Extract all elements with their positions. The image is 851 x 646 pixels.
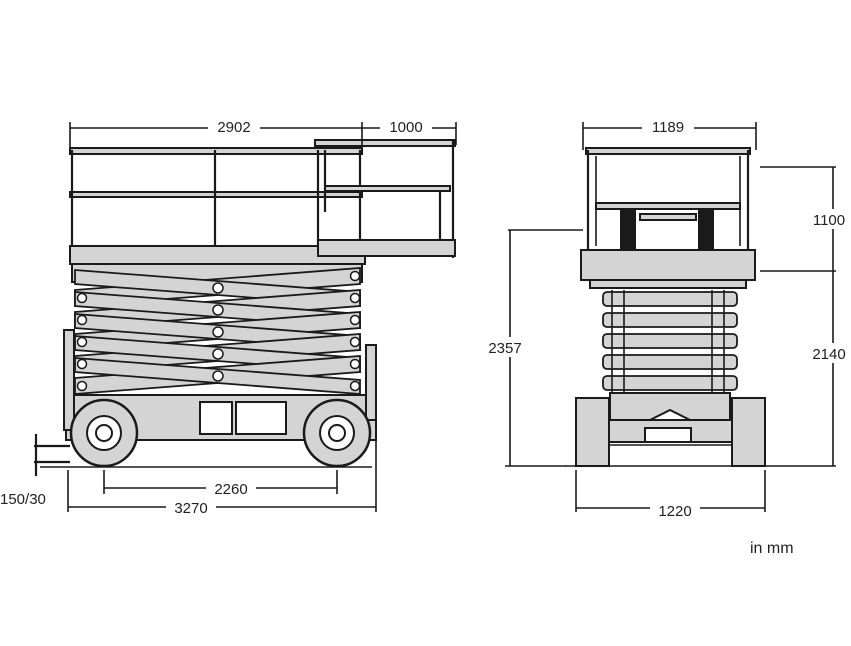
- front-guardrail: [585, 147, 751, 250]
- dim-extension: 1000: [389, 119, 422, 136]
- dim-ground-clearance: 150/30: [0, 491, 46, 508]
- side-extension-deck: [317, 239, 456, 257]
- side-scissor-stack: [74, 267, 361, 395]
- dim-wheelbase: 2260: [214, 481, 247, 498]
- front-deck: [580, 249, 756, 281]
- dim-overall-width: 1220: [658, 503, 691, 520]
- front-dimension-lines: [505, 122, 836, 512]
- front-chassis: [575, 392, 766, 467]
- side-wheels: [69, 398, 372, 468]
- front-scissor-stack: [602, 290, 738, 395]
- dim-platform-height: 2140: [812, 346, 845, 363]
- dim-overall-height: 2357: [488, 340, 521, 357]
- side-view: 2902 1000 2260 3270 150/30: [0, 117, 457, 518]
- front-view: 1189 1100 2357 2140 1220: [484, 117, 851, 520]
- dim-platform-length: 2902: [217, 119, 250, 136]
- dim-railing-height: 1100: [813, 212, 845, 229]
- dim-overall-length: 3270: [174, 500, 207, 517]
- units-note: in mm: [750, 540, 794, 557]
- dim-platform-width: 1189: [652, 119, 684, 136]
